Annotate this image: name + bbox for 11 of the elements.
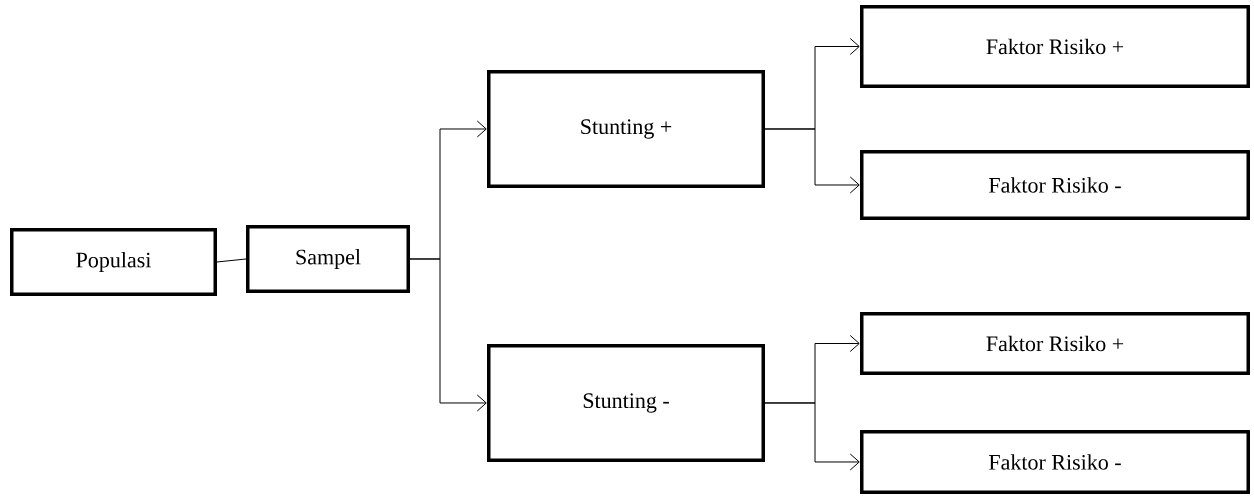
process-box: Sampel bbox=[246, 225, 410, 293]
process-box: Faktor Risiko - bbox=[860, 150, 1250, 220]
process-box: Populasi bbox=[10, 228, 217, 296]
process-box: Faktor Risiko + bbox=[860, 5, 1250, 88]
arrow bbox=[764, 128, 860, 194]
process-box: Stunting + bbox=[487, 70, 765, 188]
process-box: Faktor Risiko + bbox=[860, 312, 1250, 375]
process-box: Stunting - bbox=[487, 344, 765, 462]
arrow bbox=[409, 258, 487, 412]
arrow bbox=[764, 402, 860, 471]
process-box: Faktor Risiko - bbox=[860, 430, 1250, 494]
